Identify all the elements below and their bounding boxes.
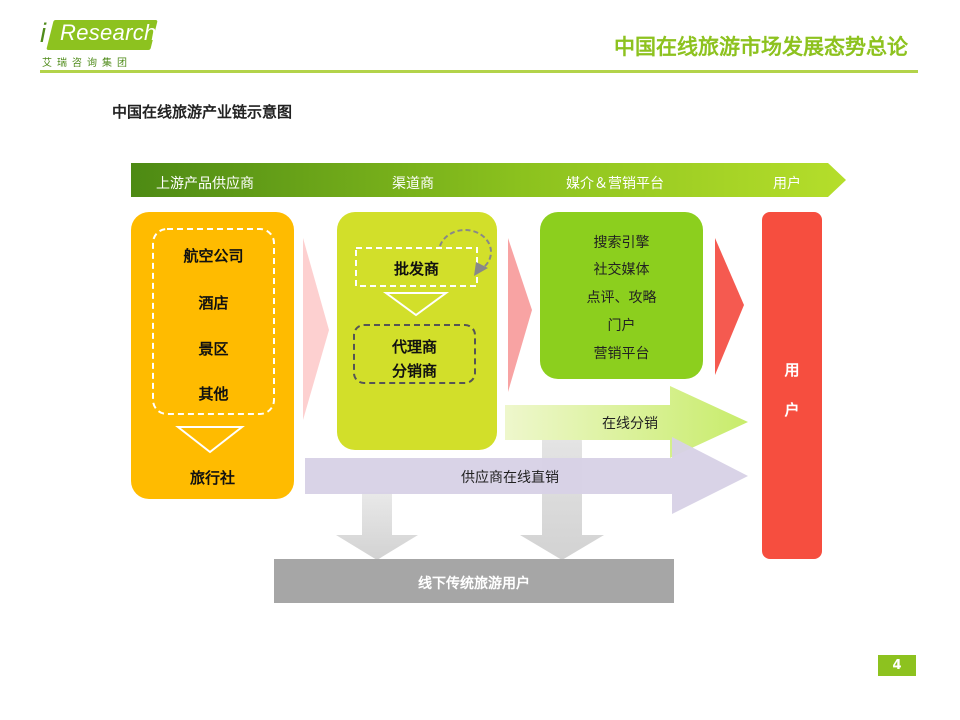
down-arrow-left (336, 492, 418, 560)
logo-wordmark: Research (60, 20, 157, 45)
loop-arrow-icon (439, 229, 493, 271)
offline-users-bar (274, 559, 674, 603)
channel-agent: 代理商 (391, 338, 437, 356)
media-item-review: 点评、攻略 (586, 290, 657, 306)
user-char-1: 用 (784, 361, 800, 379)
online-distribution-arrow (505, 386, 748, 458)
stage-banner-arrow (131, 163, 846, 197)
supplier-direct-label: 供应商在线直销 (461, 470, 559, 486)
stage-label-media: 媒介＆营销平台 (566, 176, 664, 192)
logo-i: i (40, 18, 46, 48)
channel-box (337, 212, 497, 450)
media-item-social: 社交媒体 (593, 262, 650, 278)
page-number: 4 (878, 655, 916, 676)
upstream-travel-agency: 旅行社 (189, 469, 235, 487)
upstream-item-scenic: 景区 (198, 340, 229, 358)
offline-users-label: 线下传统旅游用户 (418, 576, 530, 592)
connector-arrow-2 (508, 238, 532, 392)
upstream-item-hotel: 酒店 (198, 294, 229, 312)
user-box (762, 212, 822, 559)
upstream-item-other: 其他 (198, 385, 229, 403)
diagram-title: 中国在线旅游产业链示意图 (112, 103, 293, 121)
user-char-2: 户 (784, 401, 800, 419)
connector-arrow-3 (715, 238, 744, 375)
header-divider (40, 70, 918, 73)
agent-dashed-box (353, 324, 476, 384)
media-item-search: 搜索引擎 (593, 235, 650, 251)
upstream-down-triangle (175, 426, 245, 454)
media-box (540, 212, 703, 379)
channel-distributor: 分销商 (391, 362, 437, 380)
channel-wholesaler: 批发商 (393, 260, 439, 278)
upstream-box (131, 212, 294, 499)
logo-chinese: 艾瑞咨询集团 (42, 58, 132, 69)
supplier-direct-arrow (305, 437, 748, 514)
page-title: 中国在线旅游市场发展态势总论 (614, 35, 908, 59)
upstream-item-airline: 航空公司 (183, 247, 244, 265)
media-item-portal: 门户 (607, 318, 636, 334)
upstream-dashed-group (152, 228, 275, 415)
media-item-marketing: 营销平台 (593, 346, 650, 362)
online-distribution-label: 在线分销 (602, 416, 658, 432)
channel-down-triangle (382, 292, 450, 317)
stage-label-user: 用户 (773, 176, 801, 192)
stage-label-upstream: 上游产品供应商 (156, 176, 254, 192)
connector-arrow-1 (303, 238, 329, 420)
stage-label-channel: 渠道商 (392, 176, 434, 192)
